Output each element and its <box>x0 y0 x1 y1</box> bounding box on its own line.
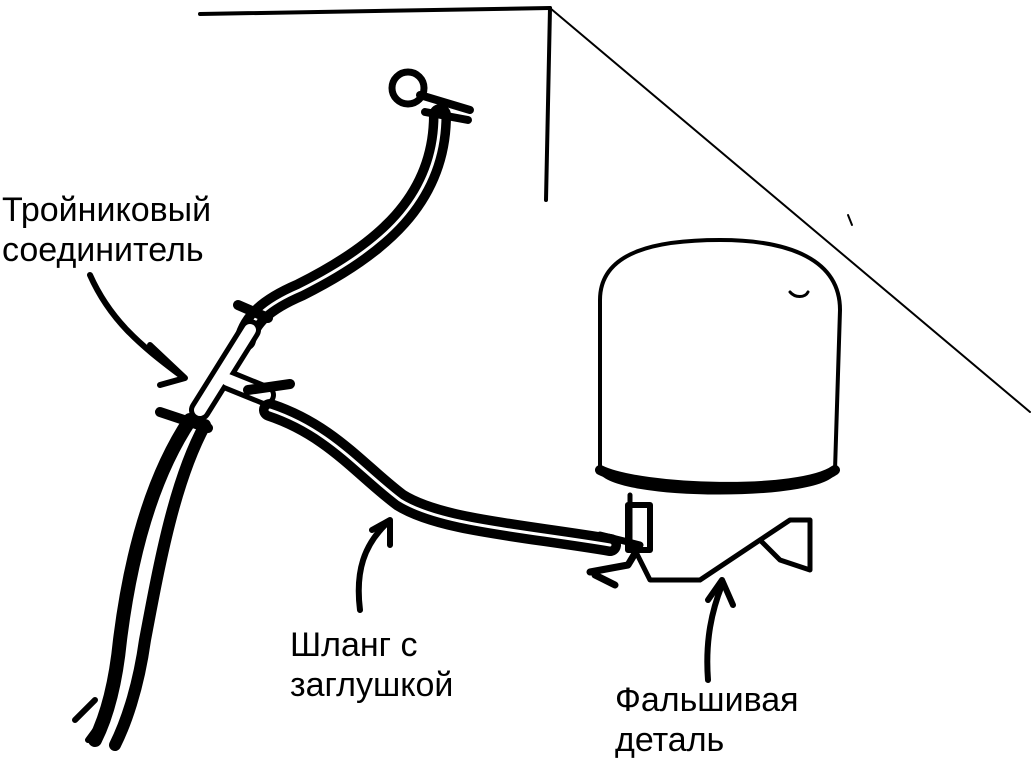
dummy-part-bracket <box>627 492 813 583</box>
capped-hose <box>259 399 621 556</box>
ring-fitting <box>388 68 428 108</box>
label-line: деталь <box>615 721 725 759</box>
tee-connector-label: Тройниковый соединитель <box>2 190 211 270</box>
label-line: соединитель <box>2 231 204 269</box>
panel-diagonal-line <box>549 7 1031 413</box>
lower-hose-right <box>109 419 211 751</box>
upper-hose <box>234 104 451 351</box>
capped-hose-label: Шланг с заглушкой <box>290 625 453 705</box>
label-line: Тройниковый <box>2 191 212 229</box>
label-line: Шланг с <box>290 626 418 664</box>
label-line: заглушкой <box>290 666 454 704</box>
dummy-part-label: Фальшивая деталь <box>615 680 799 760</box>
hose-arrow <box>355 522 388 613</box>
dummy-part-arrow <box>704 582 725 683</box>
panel-vertical-line <box>544 6 552 202</box>
panel-top-line <box>198 6 552 16</box>
lower-hose-left <box>88 413 197 747</box>
label-line: Фальшивая <box>615 681 799 719</box>
dummy-part-canister <box>598 238 842 495</box>
